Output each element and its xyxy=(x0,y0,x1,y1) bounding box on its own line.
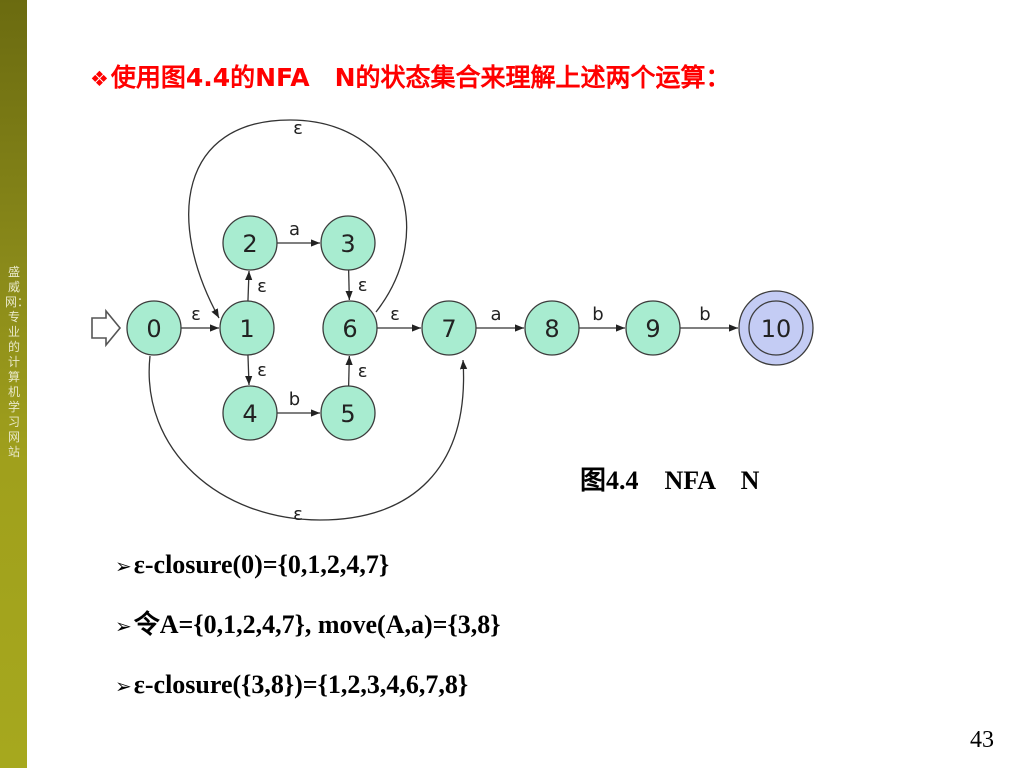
state-node-10: 10 xyxy=(738,290,814,366)
state-node-7: 7 xyxy=(421,300,477,356)
state-node-0: 0 xyxy=(126,300,182,356)
state-label: 4 xyxy=(242,400,257,428)
list-item-text: ε-closure(0)={0,1,2,4,7} xyxy=(133,550,390,579)
sidebar-watermark-text: 盛威网：专业的计算机学习网站 xyxy=(5,265,30,459)
state-label: 7 xyxy=(441,315,456,343)
edge-label: ε xyxy=(293,504,303,525)
state-node-3: 3 xyxy=(320,215,376,271)
list-item-text: 令A={0,1,2,4,7}, move(A,a)={3,8} xyxy=(133,610,501,639)
edges-layer: ε ε ε a b ε ε ε ε ε a b b xyxy=(91,118,738,525)
arrow-bullet-icon: ➢ xyxy=(115,554,132,578)
state-label: 0 xyxy=(146,315,161,343)
state-label: 1 xyxy=(239,315,254,343)
state-label: 6 xyxy=(342,315,357,343)
figure-caption: 图4.4 NFA N xyxy=(580,466,760,495)
edge-label: ε xyxy=(257,360,267,381)
state-node-9: 9 xyxy=(625,300,681,356)
state-node-4: 4 xyxy=(222,385,278,441)
state-node-1: 1 xyxy=(219,300,275,356)
edge-label: b xyxy=(699,304,710,325)
bullet-list: ➢ε-closure(0)={0,1,2,4,7} ➢令A={0,1,2,4,7… xyxy=(115,545,500,725)
edge-label: b xyxy=(592,304,603,325)
arrow-bullet-icon: ➢ xyxy=(115,674,132,698)
list-item: ➢令A={0,1,2,4,7}, move(A,a)={3,8} xyxy=(115,605,500,665)
slide-title: ❖使用图4.4的NFA N的状态集合来理解上述两个运算： xyxy=(90,58,731,94)
edge-label: ε xyxy=(191,304,201,325)
sidebar-strip: 盛威网：专业的计算机学习网站 xyxy=(0,0,30,768)
state-label: 10 xyxy=(761,315,792,343)
list-item: ➢ε-closure({3,8})={1,2,3,4,6,7,8} xyxy=(115,665,500,725)
edge-8-9: b xyxy=(579,304,625,332)
edge-3-6: ε xyxy=(345,269,368,301)
edge-label: b xyxy=(289,389,300,410)
list-item: ➢ε-closure(0)={0,1,2,4,7} xyxy=(115,545,500,605)
state-node-2: 2 xyxy=(222,215,278,271)
arrow-bullet-icon: ➢ xyxy=(115,614,132,638)
state-node-5: 5 xyxy=(320,385,376,441)
edge-0-7: ε xyxy=(148,355,468,525)
nodes-layer: 0 1 2 3 4 5 6 7 8 9 10 xyxy=(126,215,814,441)
state-label: 5 xyxy=(340,400,355,428)
state-label: 2 xyxy=(242,230,257,258)
edge-1-4: ε xyxy=(245,354,267,386)
state-node-8: 8 xyxy=(524,300,580,356)
page-number: 43 xyxy=(970,727,994,753)
edge-0-1: ε xyxy=(181,304,219,332)
edge-1-2: ε xyxy=(245,270,267,302)
edge-4-5: b xyxy=(277,389,320,417)
slide-title-text: 使用图4.4的NFA N的状态集合来理解上述两个运算： xyxy=(110,63,731,92)
edge-label: ε xyxy=(257,276,267,297)
edge-label: a xyxy=(490,304,501,325)
start-arrow-icon xyxy=(91,308,122,348)
edge-label: a xyxy=(289,219,300,240)
state-label: 9 xyxy=(645,315,660,343)
diamond-bullet-icon: ❖ xyxy=(90,67,109,91)
state-label: 3 xyxy=(340,230,355,258)
edge-7-8: a xyxy=(476,304,524,332)
edge-label: ε xyxy=(358,275,368,296)
state-node-6: 6 xyxy=(322,300,378,356)
nfa-diagram: ε ε ε a b ε ε ε ε ε a b b 0 1 2 3 4 5 6 7 8 9 10 xyxy=(91,118,814,525)
edge-label: ε xyxy=(358,361,368,382)
edge-label: ε xyxy=(293,118,303,139)
edge-9-10: b xyxy=(680,304,738,332)
state-label: 8 xyxy=(544,315,559,343)
edge-6-7: ε xyxy=(377,304,421,332)
edge-2-3: a xyxy=(277,219,320,247)
edge-6-1: ε xyxy=(188,118,408,319)
edge-5-6: ε xyxy=(345,355,368,387)
edge-label: ε xyxy=(390,304,400,325)
list-item-text: ε-closure({3,8})={1,2,3,4,6,7,8} xyxy=(133,670,469,699)
